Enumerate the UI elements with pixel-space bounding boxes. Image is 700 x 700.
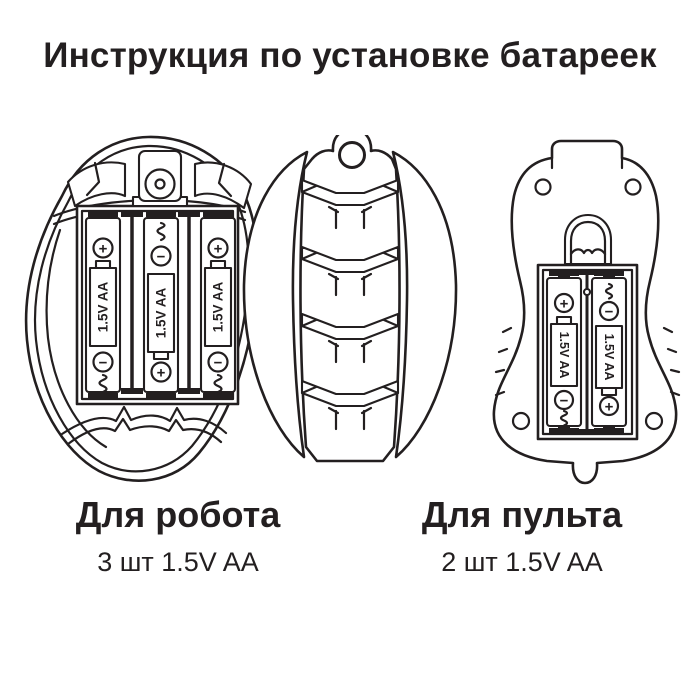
robot-battery-1-top-polarity: + <box>99 241 108 258</box>
robot-battery-3: + 1.5V AA − <box>199 216 237 394</box>
robot-shell-third-rim <box>45 228 108 449</box>
robot-battery-2-bottom-polarity: + <box>157 365 166 382</box>
robot-battery-2: − 1.5V AA + <box>142 216 180 394</box>
robot-battery-3-label: 1.5V AA <box>211 281 226 332</box>
remote-battery-2-plus-icon <box>598 395 620 417</box>
robot-battery-1-plus-icon <box>92 237 114 259</box>
remote-battery-2-label-box <box>594 324 624 390</box>
robot-side-figure <box>242 135 458 463</box>
side-tread-segment-3 <box>300 312 400 364</box>
robot-battery-2-terminal-nub <box>152 350 170 361</box>
robot-battery-2-label: 1.5V AA <box>154 287 169 338</box>
robot-battery-1-bottom-polarity: − <box>99 355 108 372</box>
robot-caption-group: Для робота 3 шт 1.5V AA <box>28 494 328 578</box>
robot-battery-2-minus-icon <box>150 245 172 267</box>
side-tread-segment-1 <box>300 178 400 230</box>
robot-battery-1: + 1.5V AA − <box>84 216 122 394</box>
robot-battery-1-label-box <box>88 266 118 348</box>
robot-battery-3-bottom-polarity: − <box>214 355 223 372</box>
side-tread-segment-4 <box>300 379 400 431</box>
robot-battery-spec: 3 шт 1.5V AA <box>97 547 259 577</box>
remote-screw-hole-top-right-icon <box>624 178 642 196</box>
remote-screw-hole-top-left-icon <box>534 178 552 196</box>
side-tread-column <box>299 135 401 463</box>
robot-right-wing-notch <box>217 162 233 198</box>
robot-divider-1 <box>121 211 143 394</box>
remote-battery-1-spring-icon <box>559 409 569 427</box>
robot-battery-2-plus-icon <box>150 361 172 383</box>
remote-battery-1-minus-icon <box>553 389 575 411</box>
remote-battery-1-label: 1.5V AA <box>557 332 571 379</box>
page-title: Инструкция по установке батареек <box>43 36 657 75</box>
robot-caption: Для робота <box>75 494 281 535</box>
remote-latch-arch <box>563 213 613 266</box>
side-left-shell <box>242 150 309 459</box>
remote-figure: + 1.5V AA − − 1.5V AA + <box>492 139 681 485</box>
robot-divider-2 <box>178 211 200 394</box>
robot-battery-1-spring-icon <box>98 373 108 394</box>
remote-battery-1: + 1.5V AA − <box>545 276 583 428</box>
remote-battery-2-label: 1.5V AA <box>602 334 616 381</box>
remote-right-grip-ticks <box>662 326 681 397</box>
remote-battery-2-terminal-nub <box>600 386 618 397</box>
remote-battery-1-bottom-polarity: − <box>560 393 569 410</box>
remote-battery-2-top-polarity: − <box>605 304 614 321</box>
remote-battery-2-spring-icon <box>604 282 614 300</box>
robot-battery-2-spring-icon <box>156 221 166 242</box>
robot-bottom-figure: + 1.5V AA − − 1.5V AA + <box>24 135 259 482</box>
remote-battery-1-top-polarity: + <box>560 296 569 313</box>
robot-battery-1-minus-icon <box>92 351 114 373</box>
robot-battery-3-top-polarity: + <box>214 241 223 258</box>
robot-battery-2-label-box <box>146 272 176 354</box>
remote-battery-2-bottom-polarity: + <box>605 399 614 416</box>
remote-screw-hole-bottom-right-icon <box>644 411 664 431</box>
side-right-shell <box>391 150 458 459</box>
remote-battery-2-minus-icon <box>598 300 620 322</box>
remote-battery-spec: 2 шт 1.5V AA <box>441 547 603 577</box>
remote-screw-hole-bottom-left-icon <box>511 411 531 431</box>
remote-divider-hole-icon <box>582 287 592 297</box>
remote-divider <box>577 270 597 434</box>
remote-caption: Для пульта <box>421 494 623 535</box>
robot-battery-3-plus-icon <box>207 237 229 259</box>
robot-right-wing <box>193 161 253 210</box>
robot-battery-2-top-polarity: − <box>157 249 166 266</box>
remote-left-grip-ticks <box>494 326 513 397</box>
remote-battery-2: − 1.5V AA + <box>590 276 628 428</box>
robot-battery-3-minus-icon <box>207 351 229 373</box>
robot-battery-1-label: 1.5V AA <box>96 281 111 332</box>
remote-contact-pads <box>549 270 624 434</box>
side-hook-ring-icon <box>338 141 366 169</box>
robot-bumper-wave-1 <box>60 405 228 436</box>
robot-battery-3-spring-icon <box>213 373 223 394</box>
remote-battery-1-plus-icon <box>553 292 575 314</box>
side-tread-segment-2 <box>300 245 400 297</box>
robot-screw-hole-icon <box>154 178 166 190</box>
remote-battery-1-label-box <box>549 322 579 388</box>
robot-screw-ring <box>144 168 176 200</box>
remote-caption-group: Для пульта 2 шт 1.5V AA <box>386 494 658 578</box>
robot-screw-housing <box>137 149 183 203</box>
remote-tab-notches <box>550 156 624 170</box>
robot-battery-3-label-box <box>203 266 233 348</box>
robot-bumper-wave-2 <box>66 417 223 446</box>
robot-left-wing-notch <box>85 161 101 197</box>
